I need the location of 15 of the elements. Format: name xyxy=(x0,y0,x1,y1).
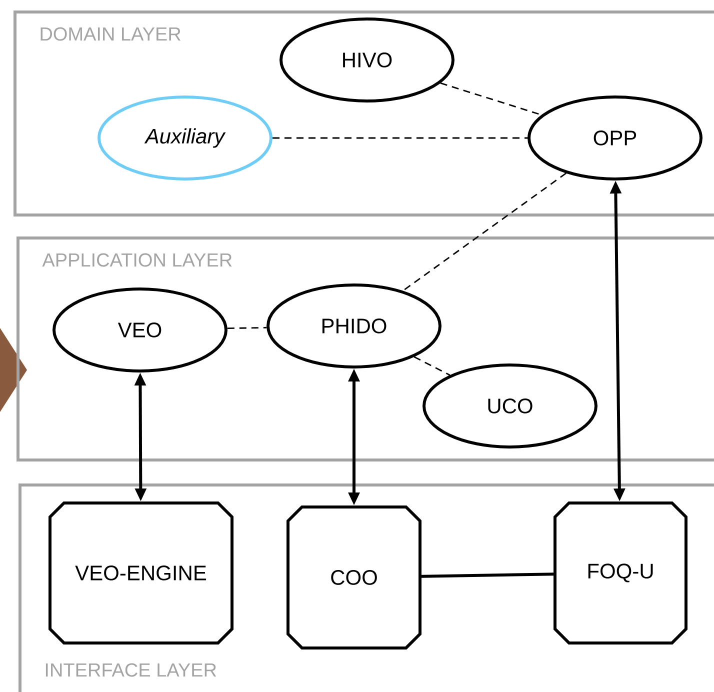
connector-line xyxy=(272,137,528,139)
connector-line xyxy=(227,326,267,330)
ellipse-node: VEO xyxy=(52,288,228,372)
component-box: FOQ-U xyxy=(554,502,688,644)
connector-line xyxy=(414,356,450,376)
connector-line xyxy=(402,172,566,292)
connector-line xyxy=(440,82,542,116)
ellipse-node: PHIDO xyxy=(266,284,442,368)
component-box: COO xyxy=(286,506,422,650)
component-box: VEO-ENGINE xyxy=(48,502,234,644)
connector-line xyxy=(421,572,554,578)
ellipse-node: HIVO xyxy=(280,18,454,102)
ellipse-node: Auxiliary xyxy=(98,96,272,180)
ellipse-node: UCO xyxy=(422,364,598,448)
ellipse-node: OPP xyxy=(528,96,702,180)
